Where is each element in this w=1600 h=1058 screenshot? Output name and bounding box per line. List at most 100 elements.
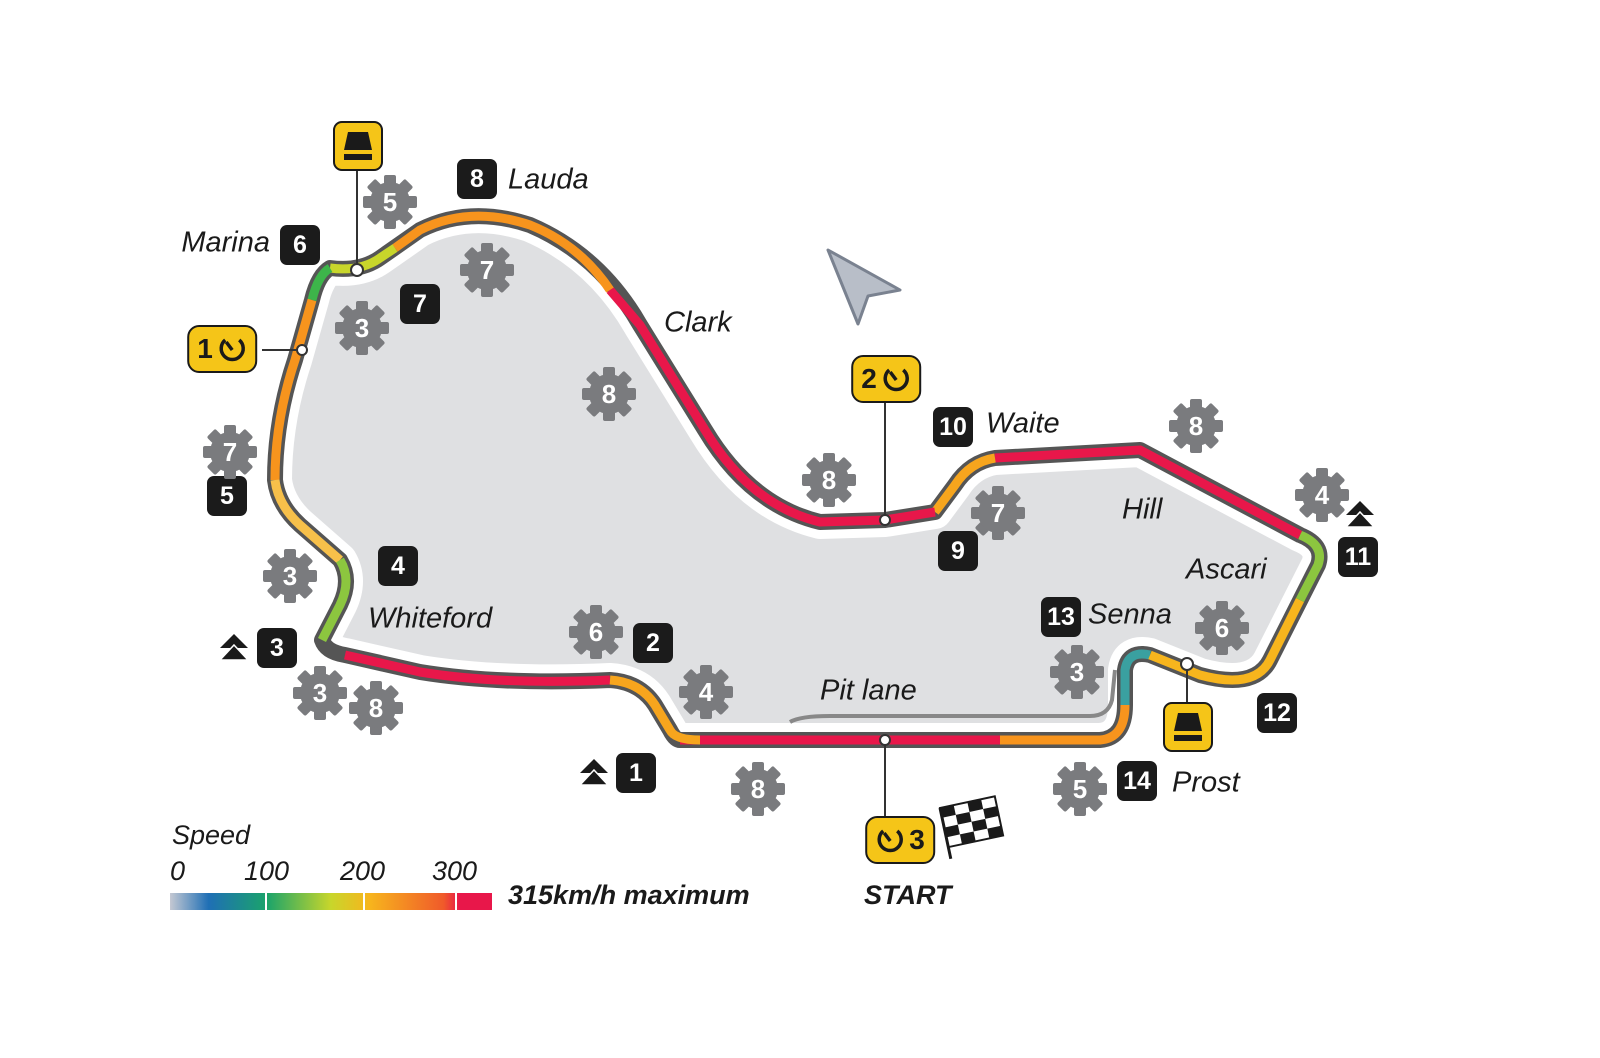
speed-trap-icon [1163,702,1213,752]
pit-lane [788,669,1117,724]
track-segment [606,287,936,527]
track-segment [317,557,351,643]
gear-icon: 3 [334,300,390,356]
gear-icon: 6 [1194,600,1250,656]
gear-number: 6 [588,616,604,647]
gear-number: 7 [222,436,238,467]
legend-title: Speed [172,820,251,850]
corner-name: Hill [1122,493,1163,526]
track-segment [270,479,343,564]
gear-number: 6 [1214,612,1230,643]
stopwatch-icon [883,368,909,392]
legend-tick: 100 [244,856,290,886]
timing-sector-3: 3 [865,816,935,864]
track-segment [1295,530,1324,603]
turn-number-marker: 4 [378,546,418,586]
drs-zone-icon [578,757,610,787]
gear-icon: 4 [678,664,734,720]
pit-lane-label: Pit lane [820,674,917,707]
track-segment [392,211,614,293]
gear-number: 8 [750,773,766,804]
stopwatch-icon [219,338,245,362]
corner-name: Marina [181,226,270,259]
stopwatch-icon [877,829,903,853]
connector-lines [262,168,1194,818]
gear-icon: 8 [581,366,637,422]
corner-name: Ascari [1186,553,1267,586]
track-segment [1000,704,1130,745]
track-segment [307,264,333,302]
track-segment [1120,649,1151,705]
turn-number-marker: 3 [257,628,297,668]
legend-max-speed: 315km/h maximum [508,880,750,910]
turn-number-marker: 14 [1117,761,1157,801]
track-segment [344,650,611,686]
turn-number-marker: 12 [1257,693,1297,733]
turn-number-marker: 7 [400,284,440,324]
gear-icon: 8 [1168,398,1224,454]
drs-zone-icon [1344,499,1376,529]
checkered-flag-icon [938,795,1005,860]
gear-icon: 8 [348,680,404,736]
gear-number: 3 [312,677,328,708]
gear-icon: 7 [202,424,258,480]
corner-name: Lauda [508,163,589,196]
gear-number: 3 [282,560,298,591]
sector-number: 3 [909,824,925,855]
gear-icon: 3 [1049,644,1105,700]
turn-number-marker: 5 [207,476,247,516]
start-label: START [864,880,952,910]
corner-name: Waite [986,407,1060,440]
gear-number: 8 [601,378,617,409]
drs-zone-icon [218,632,250,662]
track-segment [609,675,701,745]
gear-number: 7 [990,497,1006,528]
corner-name: Whiteford [368,602,493,635]
track-segment [931,453,996,515]
corner-name: Prost [1172,766,1240,799]
sector-number: 1 [197,333,213,364]
track-segment [994,445,1303,539]
speed-legend-bar [170,893,492,910]
corner-name: Senna [1088,598,1172,631]
timing-sector-2: 2 [851,355,921,403]
gear-number: 8 [821,464,837,495]
gear-icon: 7 [459,242,515,298]
gear-icon: 4 [1294,467,1350,523]
gear-number: 3 [354,312,370,343]
timing-sector-1: 1 [187,325,257,373]
gear-number: 5 [382,186,398,217]
turn-number-marker: 2 [633,623,673,663]
sector-number: 2 [861,363,877,394]
corner-name: Clark [664,306,732,339]
gear-icon: 8 [730,761,786,817]
gear-number: 8 [1188,410,1204,441]
turn-number-marker: 8 [457,159,497,199]
gear-icon: 5 [362,174,418,230]
north-arrow-icon [826,248,902,326]
gear-number: 7 [479,254,495,285]
gear-icon: 6 [568,604,624,660]
turn-number-marker: 9 [938,531,978,571]
track-segment [270,298,317,481]
gear-icon: 5 [1052,761,1108,817]
turn-number-marker: 10 [933,407,973,447]
turn-number-marker: 13 [1041,597,1081,637]
gear-number: 5 [1072,773,1088,804]
gear-number: 8 [368,692,384,723]
turn-number-marker: 1 [616,753,656,793]
gear-number: 4 [698,676,714,707]
gear-icon: 8 [801,452,857,508]
legend-tick: 300 [432,856,478,886]
gear-number: 4 [1314,479,1330,510]
gear-icon: 3 [262,548,318,604]
gear-icon: 3 [292,665,348,721]
legend-tick: 0 [170,856,186,886]
gear-icon: 7 [970,485,1026,541]
legend-tick: 200 [340,856,386,886]
gear-number: 3 [1069,656,1085,687]
turn-number-marker: 6 [280,225,320,265]
speed-trap-icon [333,121,383,171]
track-segment [1148,597,1305,685]
turn-number-marker: 11 [1338,537,1378,577]
